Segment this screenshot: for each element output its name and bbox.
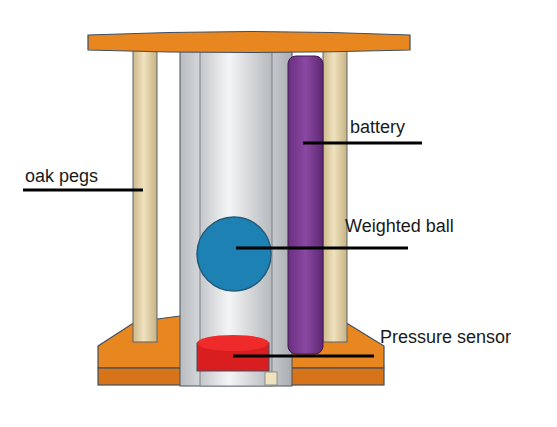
pressure-sensor-top [197, 335, 269, 351]
leader-line [303, 142, 422, 145]
peg-end [265, 372, 277, 385]
part-label: oak pegs [25, 166, 98, 187]
leader-line [236, 247, 408, 250]
leader-line [233, 355, 374, 358]
battery-cell [288, 56, 323, 354]
part-label: Weighted ball [345, 216, 454, 237]
weighted-ball [197, 217, 271, 291]
outer-tube [180, 50, 292, 386]
part-label: battery [350, 117, 405, 138]
part-label: Pressure sensor [380, 327, 511, 348]
oak-peg [323, 50, 347, 342]
leader-line [23, 189, 143, 192]
top-plate [88, 32, 410, 53]
oak-peg [133, 50, 157, 342]
